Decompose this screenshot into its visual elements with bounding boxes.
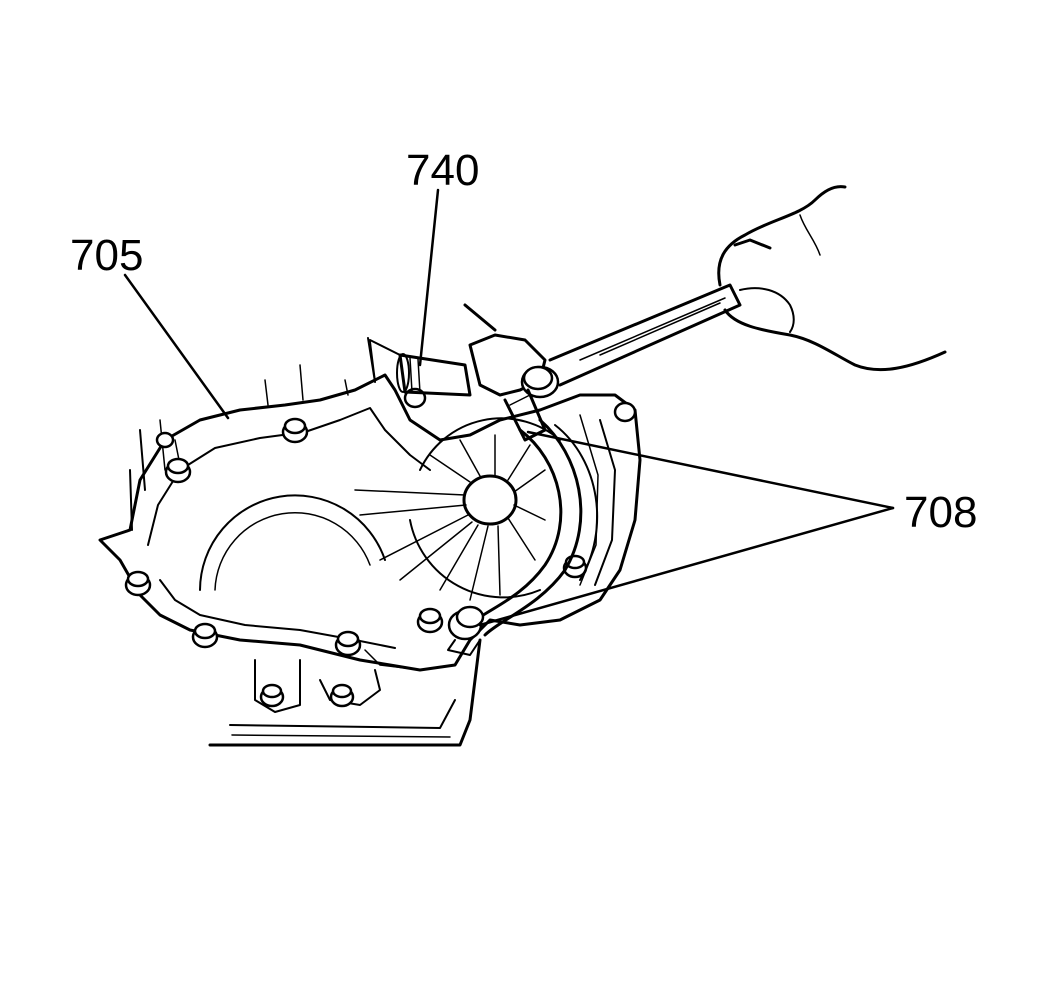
cover-hub xyxy=(354,417,561,601)
bolt-head xyxy=(329,683,355,708)
callout-708: 708 xyxy=(904,488,977,537)
socket-tool xyxy=(367,337,472,397)
cooler-bracket xyxy=(447,418,599,656)
leader-lines xyxy=(123,188,895,627)
bolt-head xyxy=(416,607,444,634)
leader-740 xyxy=(418,188,440,367)
bolt-head xyxy=(259,683,285,708)
bolt-head xyxy=(613,401,637,423)
bolt-head xyxy=(164,457,192,484)
transmission-cover xyxy=(98,339,642,747)
leader-708-lower xyxy=(478,506,895,627)
ratchet-wrench xyxy=(463,283,742,442)
bolt-head xyxy=(124,570,152,597)
callout-705: 705 xyxy=(70,231,143,280)
bolt-head xyxy=(191,622,219,649)
bolt-head xyxy=(334,630,362,657)
callout-740: 740 xyxy=(406,146,479,195)
bolt-head xyxy=(562,554,588,579)
bolt-head xyxy=(281,417,309,444)
bolt-head xyxy=(155,431,175,449)
hand xyxy=(717,185,947,372)
leader-705 xyxy=(123,273,230,420)
leader-708-upper xyxy=(526,430,895,510)
